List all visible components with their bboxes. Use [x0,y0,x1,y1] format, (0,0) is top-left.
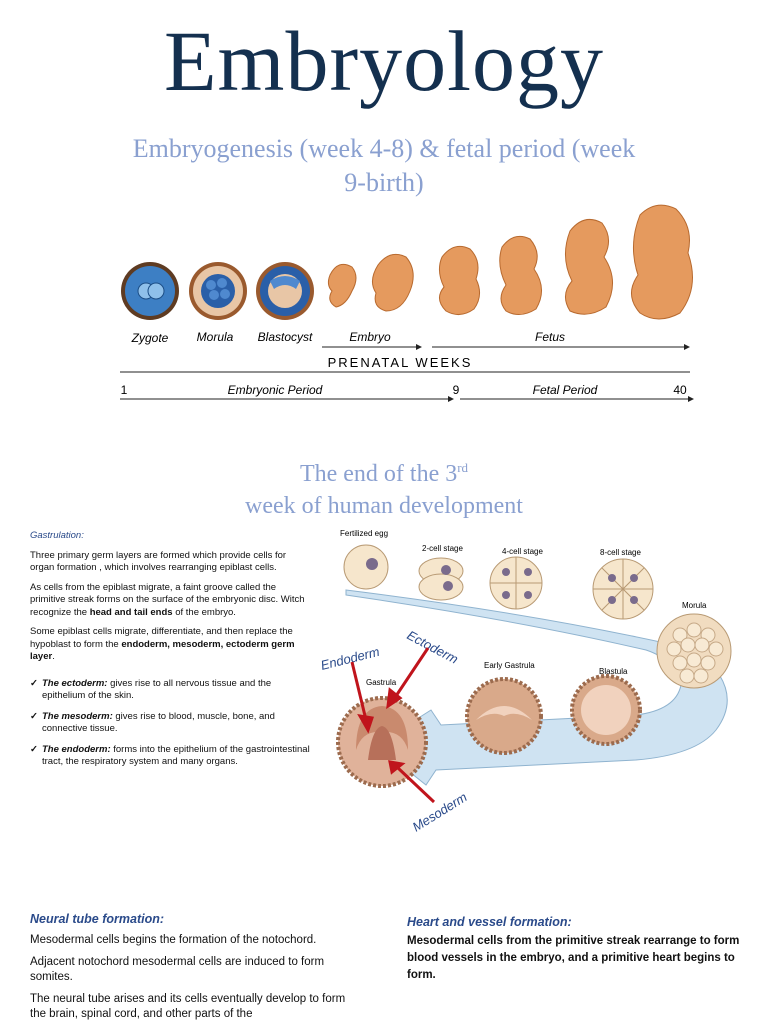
endoderm-arrow-head [357,714,374,734]
mesoderm-arrow-head [388,760,406,775]
neural-tube-paragraph: Adjacent notochord mesodermal cells are … [30,956,325,983]
fetus-stage-3 [565,218,613,315]
embryonic-period-label: Embryonic Period [228,383,323,397]
stage-label-blastula: Blastula [599,667,628,676]
list-item: ✓The endoderm: forms into the epithelium… [30,743,310,768]
morula-diagram-icon [656,613,732,689]
gastrulation-heading: Gastrulation: [30,530,84,541]
stage-label-8-cell: 8-cell stage [600,548,641,557]
neural-tube-paragraph: Mesodermal cells begins the formation of… [30,934,317,946]
fetus-stage-2 [499,235,542,315]
page-subtitle: Embryogenesis (week 4-8) & fetal period … [132,134,636,197]
check-icon: ✓ [30,743,38,755]
prenatal-development-figure: Zygote Morula Blastocyst Embryo Fetus PR… [120,204,694,402]
stage-label-2-cell: 2-cell stage [422,544,463,553]
ectoderm-arrow [394,647,430,697]
four-cell-stage-icon [489,556,543,610]
embryo-fetus-series [327,204,693,320]
embryo-stage-1 [327,263,357,308]
mesoderm-label: Mesoderm [410,789,470,834]
fetal-period-label: Fetal Period [533,383,598,397]
gastrulation-paragraph: Some epiblast cells migrate, differentia… [30,626,295,662]
gastrulation-paragraph: As cells from the epiblast migrate, a fa… [30,581,305,618]
early-gastrula-icon [465,677,543,755]
section-title-third-week: The end of the 3rd week of human develop… [245,460,523,519]
stage-label-gastrula: Gastrula [366,678,397,687]
neural-tube-paragraph: The neural tube arises and its cells eve… [30,993,346,1020]
stage-label-blastocyst: Blastocyst [258,330,313,344]
blastocyst-icon [256,262,314,320]
stage-label-morula: Morula [197,330,234,344]
two-cell-stage-icon [418,557,464,601]
fetus-stage-4 [631,204,693,320]
list-item: ✓The ectoderm: gives rise to all nervous… [30,677,272,702]
mesoderm-arrow [396,766,436,804]
neural-tube-heading: Neural tube formation: [30,912,165,926]
ectoderm-label: Ectoderm [405,627,461,666]
gastrulation-diagram: Fertilized egg 2-cell stage 4-cell stage… [319,529,732,835]
gastrulation-text: Gastrulation: Three primary germ layers … [30,530,312,777]
gastrulation-paragraph: Three primary germ layers are formed whi… [30,549,287,574]
morula-icon [189,262,247,320]
stage-label-zygote: Zygote [131,331,169,345]
stage-label-fetus: Fetus [535,330,565,344]
eight-cell-stage-icon [592,558,654,620]
week-mid-label: 9 [453,383,460,397]
germ-layer-arrows [350,647,436,804]
fetus-stage-1 [438,245,480,315]
stage-label-morula: Morula [682,601,707,610]
heart-vessel-section: Heart and vessel formation: Mesodermal c… [407,914,747,984]
endoderm-arrow [350,661,368,721]
heart-vessel-heading: Heart and vessel formation: [407,915,572,929]
heart-vessel-text: Mesodermal cells from the primitive stre… [407,935,740,981]
check-icon: ✓ [30,710,38,722]
endoderm-label: Endoderm [319,644,381,673]
stage-label-early-gastrula: Early Gastrula [484,661,535,670]
blastula-icon [570,674,642,746]
gastrula-icon [336,696,428,788]
list-item: ✓The mesoderm: gives rise to blood, musc… [30,710,275,735]
week-end-label: 40 [673,383,687,397]
development-ribbon [345,589,728,786]
stage-label-embryo: Embryo [349,330,391,344]
stage-label-4-cell: 4-cell stage [502,547,543,556]
embryo-stage-2 [372,253,414,312]
fertilized-egg-icon [343,544,389,590]
germ-layer-list: ✓The ectoderm: gives rise to all nervous… [30,678,312,769]
neural-tube-section: Neural tube formation: Mesodermal cells … [30,912,350,1029]
page-title: Embryology [164,13,604,109]
prenatal-weeks-label: PRENATAL WEEKS [328,355,473,370]
ectoderm-arrow-head [386,687,403,710]
zygote-icon [121,262,179,320]
stage-label-fertilized-egg: Fertilized egg [340,529,388,538]
week-start-label: 1 [121,383,128,397]
check-icon: ✓ [30,677,38,689]
